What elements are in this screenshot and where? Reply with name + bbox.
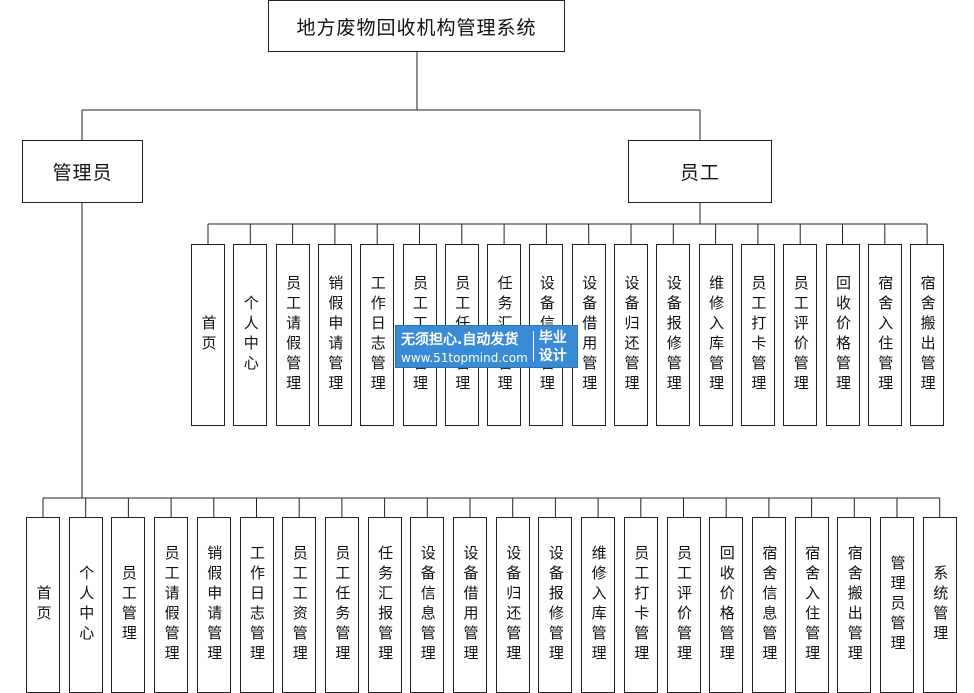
module-node: 设备归还管理	[614, 244, 648, 426]
module-node: 首页	[191, 244, 225, 426]
module-node: 宿舍搬出管理	[910, 244, 945, 426]
watermark-banner: 无须担心.自动发货 www.51topmind.com 毕业 设计	[395, 325, 578, 368]
admin-node: 管理员	[22, 140, 143, 203]
module-node: 维修入库管理	[581, 517, 616, 693]
module-node: 宿舍信息管理	[751, 517, 786, 693]
module-node: 回收价格管理	[825, 244, 860, 426]
module-label: 员工评价管理	[675, 545, 693, 665]
module-node: 员工评价管理	[666, 517, 701, 693]
module-label: 个人中心	[77, 565, 96, 645]
staff-label: 员工	[679, 162, 720, 184]
module-label: 管理员管理	[888, 555, 907, 655]
module-node: 员工管理	[111, 517, 146, 693]
module-node: 宿舍入住管理	[867, 244, 902, 426]
module-node: 工作日志管理	[360, 244, 395, 426]
module-label: 宿舍入住管理	[803, 545, 822, 665]
module-node: 设备借用管理	[453, 517, 487, 693]
admin-label: 管理员	[52, 162, 113, 184]
module-node: 设备信息管理	[410, 517, 445, 693]
module-label: 个人中心	[241, 295, 260, 375]
module-label: 宿舍信息管理	[760, 545, 779, 665]
module-node: 管理员管理	[880, 517, 914, 693]
module-node: 系统管理	[922, 517, 957, 693]
module-label: 设备报修管理	[664, 275, 683, 395]
watermark-divider	[532, 331, 534, 362]
module-node: 员工请假管理	[154, 517, 189, 693]
module-label: 回收价格管理	[717, 545, 736, 665]
watermark-line1: 无须担心.自动发货	[401, 331, 519, 348]
module-label: 员工打卡管理	[749, 275, 768, 395]
module-label: 设备归还管理	[504, 545, 523, 665]
module-label: 销假申请管理	[326, 275, 345, 395]
module-label: 设备归还管理	[622, 275, 641, 395]
module-label: 系统管理	[931, 565, 950, 645]
module-label: 回收价格管理	[834, 275, 852, 395]
module-label: 员工工资管理	[290, 545, 309, 665]
module-label: 员工请假管理	[162, 545, 181, 665]
watermark-right1: 毕业	[538, 329, 567, 346]
staff-node: 员工	[628, 140, 772, 203]
module-node: 设备报修管理	[538, 517, 573, 693]
module-label: 设备报修管理	[546, 545, 565, 665]
module-label: 设备借用管理	[461, 545, 480, 665]
module-node: 首页	[26, 517, 60, 693]
module-label: 设备借用管理	[580, 275, 599, 395]
module-label: 首页	[199, 315, 218, 355]
module-label: 工作日志管理	[248, 545, 266, 665]
module-label: 宿舍搬出管理	[845, 545, 864, 665]
module-node: 员工任务管理	[324, 517, 359, 693]
module-node: 维修入库管理	[698, 244, 733, 426]
watermark-line2: www.51topmind.com	[401, 350, 528, 365]
module-label: 宿舍入住管理	[876, 275, 895, 395]
module-node: 回收价格管理	[709, 517, 744, 693]
module-node: 员工工资管理	[282, 517, 317, 693]
module-node: 员工评价管理	[783, 244, 818, 426]
module-node: 宿舍搬出管理	[837, 517, 872, 693]
module-label: 员工管理	[119, 565, 138, 645]
module-node: 销假申请管理	[196, 517, 231, 693]
module-node: 个人中心	[233, 244, 268, 426]
module-node: 任务汇报管理	[367, 517, 402, 693]
root-node: 地方废物回收机构管理系统	[268, 0, 565, 52]
module-label: 维修入库管理	[707, 275, 726, 395]
watermark-right2: 设计	[538, 347, 567, 364]
module-node: 个人中心	[68, 517, 103, 693]
module-label: 员工任务管理	[333, 545, 352, 665]
module-node: 员工请假管理	[275, 244, 310, 426]
module-node: 员工打卡管理	[740, 244, 775, 426]
module-node: 设备报修管理	[656, 244, 691, 426]
module-node: 设备归还管理	[495, 517, 530, 693]
module-node: 员工打卡管理	[623, 517, 658, 693]
module-label: 宿舍搬出管理	[918, 275, 937, 395]
module-node: 宿舍入住管理	[794, 517, 829, 693]
module-label: 任务汇报管理	[376, 545, 395, 665]
module-label: 员工评价管理	[791, 275, 810, 395]
watermark-badge: 毕业 设计	[539, 326, 567, 367]
root-label: 地方废物回收机构管理系统	[296, 16, 537, 39]
module-label: 首页	[34, 585, 53, 625]
module-node: 工作日志管理	[239, 517, 274, 693]
module-node: 设备借用管理	[571, 244, 606, 426]
module-node: 销假申请管理	[317, 244, 352, 426]
module-label: 员工打卡管理	[632, 545, 651, 665]
module-label: 设备信息管理	[418, 545, 437, 665]
watermark-text: 无须担心.自动发货 www.51topmind.com	[396, 326, 528, 367]
module-label: 工作日志管理	[368, 275, 387, 395]
module-label: 销假申请管理	[205, 545, 224, 665]
module-label: 维修入库管理	[589, 545, 608, 665]
module-label: 员工请假管理	[284, 275, 303, 395]
